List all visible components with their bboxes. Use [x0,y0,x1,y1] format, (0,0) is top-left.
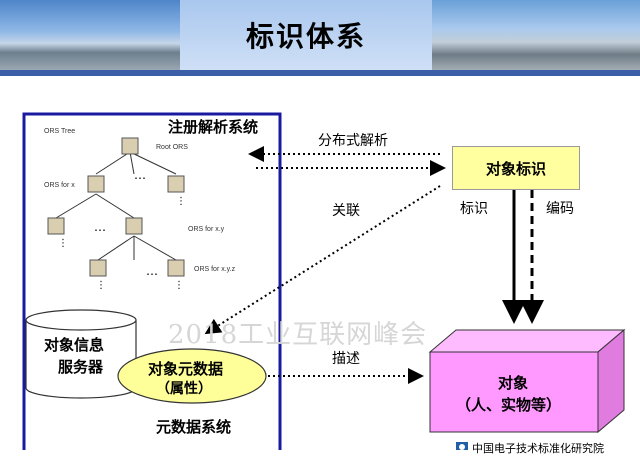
metadata-label-line2: （属性） [156,381,212,397]
registry-frame [22,112,282,450]
info-server-label-line1: 对象信息 [44,336,105,354]
registry-system-label: 注册解析系统 [168,118,259,136]
association-label: 关联 [332,203,360,219]
object-label-line2: （人、实物等） [456,396,562,414]
tree-vdots: ⋮ [176,196,186,207]
header-banner: 标识体系 [0,0,640,70]
ors-for-xyz-label: ORS for x.y.z [194,266,236,273]
info-server-cylinder [25,309,137,399]
ors-for-xy-label: ORS for x.y [188,226,225,233]
tree-ellipsis: … [134,168,146,182]
ors-server-icons [47,137,185,277]
distributed-resolution-label: 分布式解析 [318,133,388,149]
tree-vdots: ⋮ [174,280,184,291]
object-identifier-box: 对象标识 [452,146,580,190]
org-logo-icon [456,442,468,450]
ors-tree-label: ORS Tree [44,128,76,135]
tree-ellipsis: … [146,264,158,278]
object-label-line1: 对象 [498,374,529,392]
info-server-label-line2: 服务器 [58,358,104,376]
page-title: 标识体系 [245,20,366,53]
describe-label: 描述 [332,351,360,367]
tree-vdots: ⋮ [96,280,106,291]
building-photo-left [0,0,180,70]
identify-label: 标识 [460,201,488,217]
building-photo-right [432,0,640,70]
tree-vdots: ⋮ [58,238,68,249]
diagram-canvas [22,112,626,450]
footer-org-name: 中国电子技术标准化研究院 [472,442,604,455]
object-3d-box [428,328,626,434]
identifier-system-diagram: 2018工业互联网峰会 注册解析系统 ORS Tree Root ORS ORS… [0,76,640,455]
encode-label: 编码 [546,201,574,217]
watermark-text: 2018工业互联网峰会 [168,320,428,350]
root-ors-label: Root ORS [156,144,188,151]
metadata-label-line1: 对象元数据 [148,360,224,378]
metadata-system-label: 元数据系统 [156,418,232,436]
metadata-ellipse [117,348,267,404]
ors-tree-links [55,151,177,261]
header-divider-band [0,70,640,76]
ors-for-x-label: ORS for x [44,182,75,189]
association-arrow [204,185,441,335]
tree-ellipsis: … [94,220,106,234]
